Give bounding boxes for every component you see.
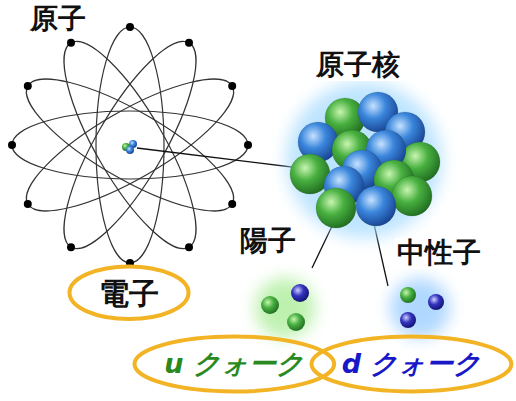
electron-dot [8,141,16,149]
small-nucleus [122,140,137,154]
ellipse-shape [134,337,334,392]
orbit [11,57,249,234]
electron-group [8,23,252,267]
leader-group [137,148,388,286]
electron-dot [24,82,32,90]
proton-glow [255,278,315,338]
d-quark [428,294,444,310]
orbit-group [11,26,249,264]
u-quark [400,287,416,303]
electron-dot [228,200,236,208]
leader-line [137,148,300,168]
part-label: 陽子 [238,226,298,257]
electron-dot [228,82,236,90]
part-label: 原子核 [314,50,402,81]
d-quark [291,284,309,302]
neutron-glow [390,278,450,338]
electron-dot [185,243,193,251]
electron-dot [244,141,252,149]
node-text: d クォーク [342,349,482,379]
electron-dot [185,39,193,47]
part-label: 原子 [28,4,88,35]
highlight-ellipse: u クォーク [132,334,337,394]
electron-dot [126,23,134,31]
neutron-ball [392,176,432,216]
electron-dot [67,39,75,47]
neutron-ball [316,188,356,228]
nucleon [126,146,134,154]
u-quark [261,296,279,314]
ellipse-shape [312,337,512,392]
electron-dot [67,243,75,251]
highlight-ellipse: d クォーク [309,334,514,394]
node-text: 電子 [99,277,159,310]
node-text: u クォーク [164,349,304,379]
proton-ball [356,186,396,226]
orbit [12,111,248,179]
nucleus-glow [286,82,442,238]
d-quark [400,312,416,328]
orbit [96,27,164,263]
u-quark [287,313,305,331]
part-label: 中性子 [395,238,483,269]
highlight-ellipse: 電子 [67,264,191,322]
electron-dot [24,200,32,208]
nucleus-cluster [290,92,440,228]
ellipse-shape [70,267,189,320]
